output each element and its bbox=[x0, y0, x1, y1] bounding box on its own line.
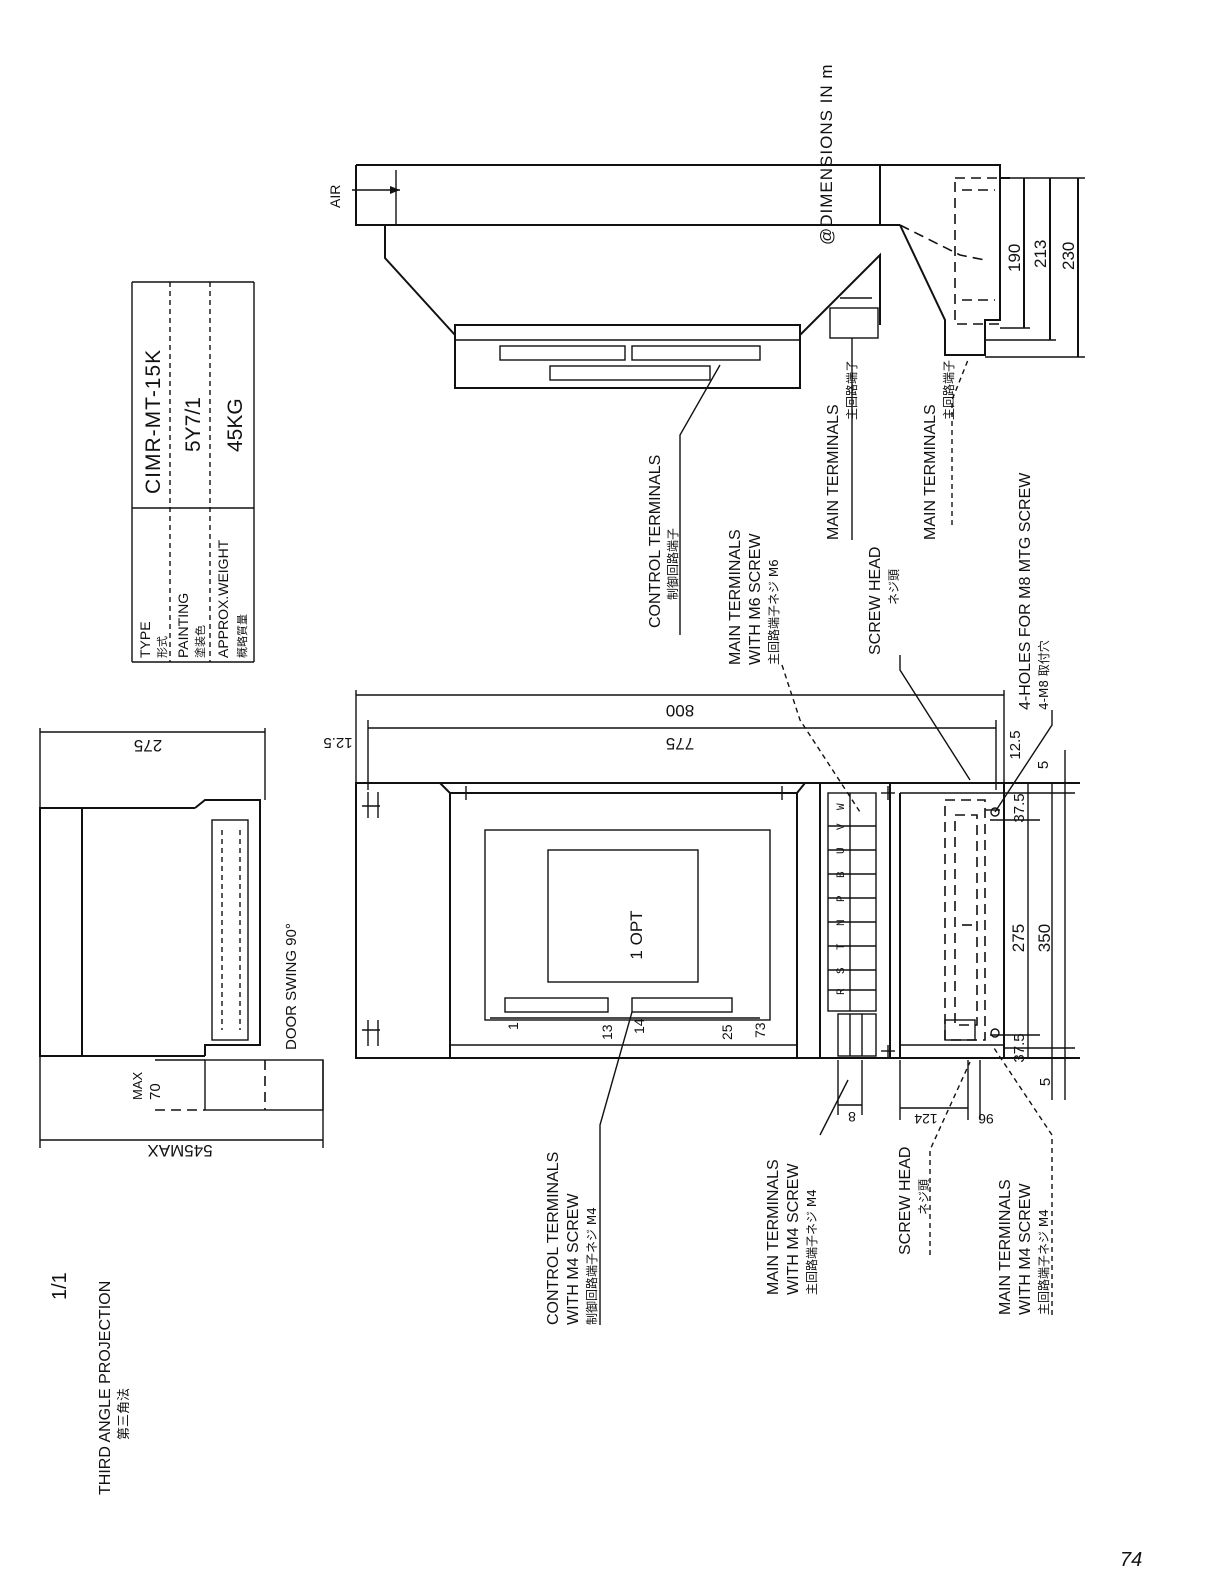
callout-control-terminals-top: CONTROL TERMINALS bbox=[647, 455, 664, 628]
callout-main-m4a-line2: WITH M4 SCREW bbox=[785, 1163, 802, 1295]
terminal-U: U bbox=[836, 847, 848, 854]
terminal-R: R bbox=[836, 988, 848, 995]
type-label-jp: 形式 bbox=[156, 636, 169, 658]
dim-73: 73 bbox=[752, 1022, 768, 1038]
title-block: TYPE 形式 CIMR-MT-15K PAINTING 塗装色 5Y7/1 A… bbox=[131, 281, 255, 663]
painting-label-jp: 塗装色 bbox=[193, 625, 207, 658]
callout-screw-head-top-jp: ネジ頭 bbox=[887, 569, 901, 605]
callout-main-m4a-line1: MAIN TERMINALS bbox=[765, 1159, 782, 1295]
callout-main-m6-line3: 主回路端子ネジ M6 bbox=[766, 559, 781, 665]
callout-screw-head-top: SCREW HEAD bbox=[867, 547, 884, 655]
callout-mtg-holes-jp: 4-M8 取付穴 bbox=[1036, 640, 1051, 710]
ctrl-25-label: 25 bbox=[719, 1024, 735, 1040]
scale-label: 1/1 bbox=[49, 1272, 71, 1300]
dim-350: 350 bbox=[1035, 924, 1054, 952]
terminal-N: N bbox=[836, 919, 848, 926]
max-value: 70 bbox=[147, 1083, 164, 1100]
ctrl-14-label: 14 bbox=[631, 1018, 647, 1034]
callout-mtg-holes: 4-HOLES FOR M8 MTG SCREW bbox=[1017, 472, 1034, 710]
dim-230: 230 bbox=[1059, 242, 1078, 270]
weight-label: APPROX.WEIGHT bbox=[215, 539, 231, 658]
painting-label: PAINTING bbox=[175, 593, 191, 658]
terminal-T: T bbox=[836, 943, 848, 950]
dim-8: 8 bbox=[848, 1109, 856, 1125]
painting-value: 5Y7/1 bbox=[182, 397, 205, 452]
callout-main-m4b-line1: MAIN TERMINALS bbox=[997, 1179, 1014, 1315]
terminal-S: S bbox=[836, 967, 848, 974]
callout-main-m4b-line3: 主回路端子ネジ M4 bbox=[1036, 1209, 1051, 1315]
weight-value: 45KG bbox=[224, 398, 247, 452]
callout-main-terminals-b: MAIN TERMINALS bbox=[922, 404, 939, 540]
dim-190: 190 bbox=[1005, 244, 1024, 272]
dim-800: 800 bbox=[666, 701, 694, 720]
dim-12-5-left: 12.5 bbox=[323, 734, 352, 751]
dim-12-5-right: 12.5 bbox=[1007, 730, 1024, 759]
terminal-P: P bbox=[836, 895, 848, 902]
dim-5-bottom: 5 bbox=[1037, 1078, 1054, 1086]
callout-control-m4-line3: 制御回路端子ネジ M4 bbox=[584, 1207, 599, 1325]
type-label: TYPE bbox=[137, 621, 153, 658]
callout-main-m4b-line2: WITH M4 SCREW bbox=[1017, 1183, 1034, 1315]
projection-label: THIRD ANGLE PROJECTION bbox=[97, 1281, 114, 1495]
side-view: AIR 190 213 230 bbox=[327, 164, 1085, 389]
air-label: AIR bbox=[327, 185, 343, 208]
dim-124: 124 bbox=[914, 1111, 938, 1127]
dim-275: 275 bbox=[1009, 924, 1028, 952]
mounting-crosses bbox=[362, 786, 895, 1058]
upper-callouts: CONTROL TERMINALS 制御回路端子 MAIN TERMINALS … bbox=[647, 338, 1053, 813]
callout-main-m6-line1: MAIN TERMINALS bbox=[727, 529, 744, 665]
dim-96: 96 bbox=[978, 1111, 994, 1127]
type-value: CIMR-MT-15K bbox=[142, 349, 165, 494]
dim-213: 213 bbox=[1031, 240, 1050, 268]
footer: THIRD ANGLE PROJECTION 第三角法 1/1 74 bbox=[49, 1272, 1142, 1571]
dim-37-5-bottom: 37.5 bbox=[1011, 1033, 1028, 1062]
callout-control-m4-line2: WITH M4 SCREW bbox=[565, 1193, 582, 1325]
left-dim-545: 545MAX bbox=[147, 1141, 212, 1160]
ctrl-1-label: 1 bbox=[505, 1022, 521, 1030]
terminal-B: B bbox=[836, 871, 848, 878]
page-number: 74 bbox=[1120, 1549, 1142, 1571]
callout-main-terminals-b-jp: 主回路端子 bbox=[941, 360, 956, 420]
dim-37-5-top: 37.5 bbox=[1011, 793, 1028, 822]
callout-screw-head-bottom: SCREW HEAD bbox=[897, 1147, 914, 1255]
callout-main-terminals-a: MAIN TERMINALS bbox=[825, 404, 842, 540]
callout-control-terminals-top-jp: 制御回路端子 bbox=[665, 528, 680, 600]
ctrl-13-label: 13 bbox=[599, 1024, 615, 1040]
door-swing-label: DOOR SWING 90° bbox=[283, 923, 300, 1050]
dim-775: 775 bbox=[666, 734, 694, 753]
left-view: 275 545MAX MAX 70 DOOR SWING 90° bbox=[39, 728, 324, 1160]
terminal-V: V bbox=[836, 823, 848, 830]
callout-control-m4-line1: CONTROL TERMINALS bbox=[545, 1152, 562, 1325]
weight-label-jp: 概略質量 bbox=[235, 614, 249, 658]
max-label: MAX bbox=[130, 1072, 145, 1101]
callout-screw-head-bottom-jp: ネジ頭 bbox=[917, 1179, 931, 1215]
callout-main-m4a-line3: 主回路端子ネジ M4 bbox=[804, 1189, 819, 1295]
terminal-W: W bbox=[836, 803, 848, 810]
projection-label-jp: 第三角法 bbox=[117, 1388, 132, 1440]
front-view: 1 OPT 1 13 14 25 73 bbox=[323, 690, 1080, 1127]
dim-5-top: 5 bbox=[1035, 761, 1052, 769]
opt-label: 1 OPT bbox=[627, 910, 646, 959]
left-dim-275: 275 bbox=[134, 736, 162, 755]
dimensions-note: @DIMENSIONS IN m bbox=[817, 63, 836, 245]
callout-main-m6-line2: WITH M6 SCREW bbox=[747, 533, 764, 665]
lower-callouts: CONTROL TERMINALS WITH M4 SCREW 制御回路端子ネジ… bbox=[545, 1011, 1053, 1325]
